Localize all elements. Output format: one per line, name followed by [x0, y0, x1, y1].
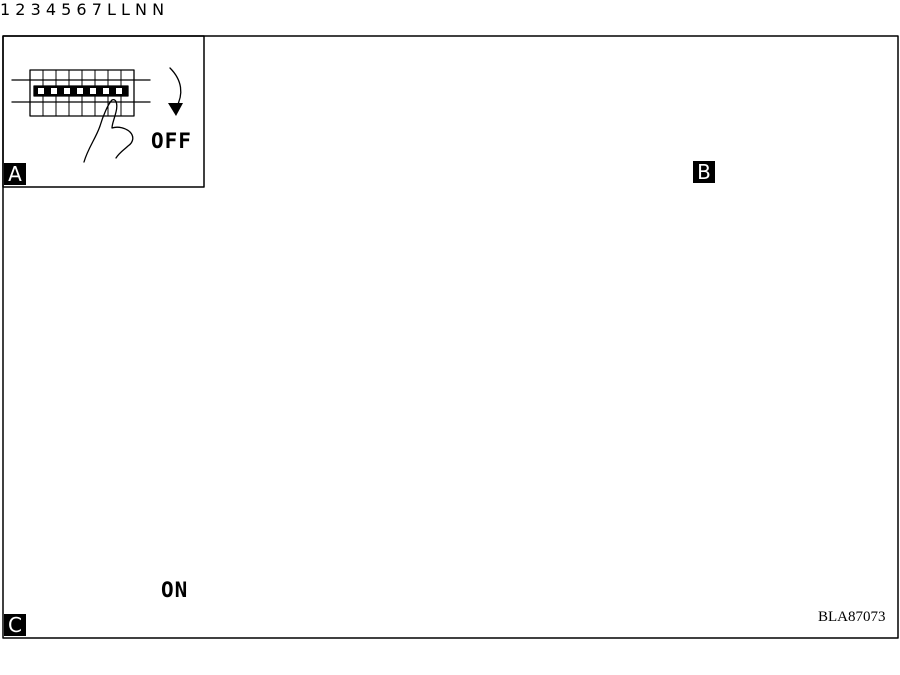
- terminal-label-l-top: L: [106, 0, 116, 19]
- step-5-arrow: 1 2 3 4 5 6 7 L L N N A B C OFF ON ① ② ③…: [0, 0, 886, 636]
- panel-b-label: B: [693, 161, 715, 183]
- panel-a-label-box: 1 2 3 4 5 6 7 L L N N A B C OFF ON ① ② ③…: [0, 0, 886, 636]
- outer-border: [2, 35, 899, 639]
- panel-c-label-box: 1 2 3 4 5 6 7 L L N N A B C OFF ON ① ② ③…: [0, 0, 886, 636]
- step-3-number: 3: [30, 0, 41, 19]
- step-3-label: ③: [380, 387, 393, 405]
- step-6-number: 6: [76, 0, 87, 19]
- step-4-label: ④: [356, 331, 369, 349]
- panel-b-label-box: 1 2 3 4 5 6 7 L L N N A B C OFF ON ① ② ③…: [0, 0, 886, 636]
- breaker-on-text: ON: [161, 578, 189, 602]
- step-2-label: ②: [258, 188, 271, 206]
- breaker-panel-icon: [11, 69, 151, 117]
- step-7-number: 7: [91, 0, 102, 19]
- step-4-number: 4: [45, 0, 57, 19]
- panel-a-breaker-off: [2, 35, 205, 188]
- step-5-label: ⑤: [619, 264, 632, 282]
- terminal-label-l-bottom: L: [120, 0, 130, 19]
- step-3-arrow: 1 2 3 4 5 6 7 L L N N A B C OFF ON ① ② ③…: [0, 0, 886, 636]
- step-4-arrow: 1 2 3 4 5 6 7 L L N N A B C OFF ON ① ② ③…: [0, 0, 886, 636]
- step-6-label: ⑥: [669, 453, 682, 471]
- panel-a-label: A: [4, 163, 26, 185]
- step-1-arrow: 1 2 3 4 5 6 7 L L N N A B C OFF ON ① ② ③…: [0, 0, 886, 636]
- step-1-number: 1: [0, 0, 11, 19]
- step-1-label: ①: [299, 318, 312, 336]
- step-7-arrow: 1 2 3 4 5 6 7 L L N N A B C OFF ON ① ② ③…: [0, 0, 886, 636]
- step-5-number: 5: [61, 0, 72, 19]
- step-2-number: 2: [15, 0, 26, 19]
- product-code: BLA87073: [818, 609, 886, 625]
- step-7-label: ⑦: [716, 509, 729, 527]
- panel-c-label: C: [4, 614, 26, 636]
- detail-pointer: 1 2 3 4 5 6 7 L L N N A B C OFF ON ① ② ③…: [0, 0, 886, 636]
- terminal-label-n-top: N: [135, 0, 147, 19]
- breaker-off-text: OFF: [151, 129, 192, 153]
- step-6-arrow: 1 2 3 4 5 6 7 L L N N A B C OFF ON ① ② ③…: [0, 0, 886, 636]
- terminal-label-n-bottom: N: [152, 0, 165, 19]
- rotate-down-arrow-icon: [169, 67, 182, 109]
- hand-icon: [83, 98, 134, 163]
